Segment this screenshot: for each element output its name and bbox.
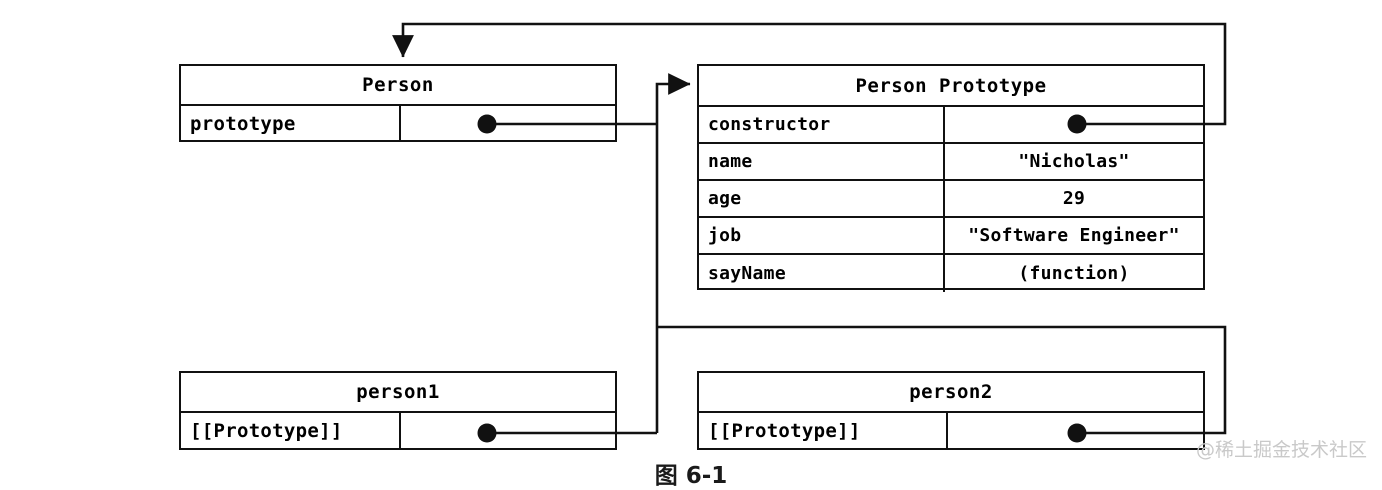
proto-row-value-sayname: (function) <box>1018 263 1130 284</box>
proto-row-key-job: job <box>699 218 945 253</box>
box-person: Person prototype <box>179 64 617 142</box>
proto-row-key-sayname: sayName <box>699 255 945 292</box>
box-person1-title: person1 <box>181 373 615 413</box>
proto-row-value-age: 29 <box>1062 188 1086 209</box>
box-person2: person2 [[Prototype]] <box>697 371 1205 450</box>
box-person2-title: person2 <box>699 373 1203 413</box>
proto-row-value-job: "Software Engineer" <box>968 225 1180 246</box>
pointer-dot-constructor <box>1067 114 1087 134</box>
proto-row-key-name: name <box>699 144 945 179</box>
box-person-prototype-title: Person Prototype <box>699 66 1203 107</box>
proto-row-key-age: age <box>699 181 945 216</box>
table-row: prototype <box>181 106 615 142</box>
box-person-title: Person <box>181 66 615 106</box>
table-row: job "Software Engineer" <box>699 218 1203 255</box>
proto-row-key-constructor: constructor <box>699 107 945 142</box>
table-row: name "Nicholas" <box>699 144 1203 181</box>
diagram-canvas: Person prototype Person Prototype constr… <box>179 22 1368 489</box>
watermark: @稀土掘金技术社区 <box>1196 439 1368 461</box>
table-row: [[Prototype]] <box>181 413 615 448</box>
person2-row-key: [[Prototype]] <box>699 413 948 448</box>
box-person1: person1 [[Prototype]] <box>179 371 617 450</box>
table-row: sayName (function) <box>699 255 1203 292</box>
table-row: age 29 <box>699 181 1203 218</box>
proto-row-value-name: "Nicholas" <box>1018 151 1130 172</box>
person-row-key: prototype <box>181 106 401 142</box>
box-person-prototype: Person Prototype constructor name "Nicho… <box>697 64 1205 292</box>
table-row: [[Prototype]] <box>699 413 1203 448</box>
table-row: constructor <box>699 107 1203 144</box>
connector-lines <box>392 22 1227 443</box>
pointer-dot-person1 <box>477 423 497 443</box>
wire-constructor-to-person <box>392 22 1227 126</box>
pointer-dot-person2 <box>1067 423 1087 443</box>
wire-to-prototype <box>487 73 1227 435</box>
pointer-dot-person-prototype <box>477 114 497 134</box>
person1-row-key: [[Prototype]] <box>181 413 401 448</box>
